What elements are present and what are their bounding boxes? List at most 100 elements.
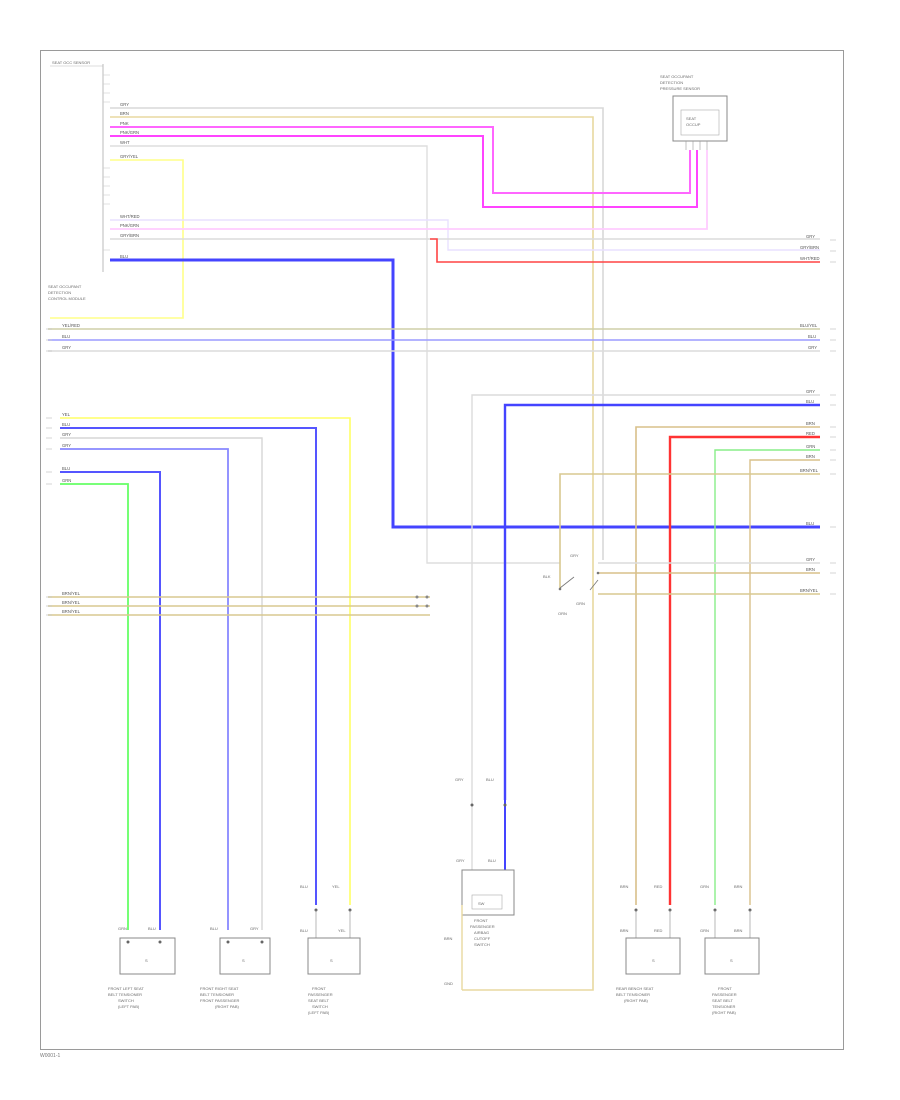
svg-text:GRY/BRN: GRY/BRN <box>120 233 139 238</box>
svg-text:OCCUP: OCCUP <box>686 122 701 127</box>
svg-text:GRN: GRN <box>806 444 815 449</box>
wire-brn-2 <box>635 426 820 905</box>
svg-text:(RIGHT PAB): (RIGHT PAB) <box>624 998 649 1003</box>
svg-text:FRONT: FRONT <box>312 986 326 991</box>
svg-text:SW: SW <box>478 901 485 906</box>
svg-text:FRONT: FRONT <box>718 986 732 991</box>
svg-text:SEAT BELT: SEAT BELT <box>712 998 733 1003</box>
svg-text:GRY: GRY <box>62 443 71 448</box>
svg-text:S: S <box>730 958 733 963</box>
svg-text:S: S <box>145 958 148 963</box>
svg-text:YEL/RED: YEL/RED <box>62 323 80 328</box>
wire-red-2 <box>668 435 820 905</box>
svg-text:BLU: BLU <box>300 884 308 889</box>
svg-text:GRN: GRN <box>576 601 585 606</box>
svg-text:SWITCH: SWITCH <box>474 942 490 947</box>
wire-brn-1 <box>110 116 594 991</box>
svg-text:GRN: GRN <box>118 926 127 931</box>
svg-text:CUTOFF: CUTOFF <box>474 936 491 941</box>
svg-text:BRN/YEL: BRN/YEL <box>800 588 819 593</box>
svg-text:BELT TENSIONER: BELT TENSIONER <box>616 992 650 997</box>
svg-text:BLU: BLU <box>120 254 128 259</box>
control-module-name-3: CONTROL MODULE <box>48 296 86 301</box>
svg-text:BRN: BRN <box>734 928 743 933</box>
wire-brn-yel-r <box>559 473 820 588</box>
svg-text:SEAT: SEAT <box>686 116 697 121</box>
wire-blu-2 <box>60 427 317 905</box>
rear-right-tensioner: GRN BRN GRN BRN S FRONT PASSENGER SEAT BEL… <box>700 884 760 1015</box>
svg-text:GND: GND <box>444 981 453 986</box>
wire-gry-1 <box>110 107 604 560</box>
wire-grn-1 <box>60 483 129 930</box>
svg-text:SWITCH: SWITCH <box>118 998 134 1003</box>
svg-text:PASSENGER: PASSENGER <box>712 992 737 997</box>
wire-gry-3 <box>60 437 263 930</box>
svg-text:RED: RED <box>654 928 663 933</box>
svg-text:BLU: BLU <box>808 334 816 339</box>
svg-text:TENSIONER: TENSIONER <box>712 1004 735 1009</box>
svg-text:YEL: YEL <box>332 884 340 889</box>
wire-red-1 <box>430 238 820 263</box>
svg-text:YEL: YEL <box>62 412 71 417</box>
svg-text:GRY: GRY <box>456 858 465 863</box>
svg-text:BELT TENSIONER: BELT TENSIONER <box>108 992 142 997</box>
svg-text:BRN: BRN <box>734 884 743 889</box>
svg-text:WHT: WHT <box>120 140 130 145</box>
svg-text:GRY: GRY <box>806 389 815 394</box>
control-module-name-1: SEAT OCCUPANT <box>48 284 82 289</box>
svg-text:BRN/YEL: BRN/YEL <box>62 591 81 596</box>
svg-text:GRY: GRY <box>455 777 464 782</box>
control-module-header: SEAT OCC SENSOR <box>52 60 90 65</box>
svg-text:BRN: BRN <box>120 111 129 116</box>
svg-text:BLU: BLU <box>62 466 70 471</box>
svg-text:DETECTION: DETECTION <box>660 80 683 85</box>
svg-text:GRN: GRN <box>700 928 709 933</box>
svg-text:(LEFT PAB): (LEFT PAB) <box>308 1010 330 1015</box>
wire-blu-4 <box>60 471 161 930</box>
svg-text:BLU: BLU <box>62 422 70 427</box>
svg-text:(RIGHT PAB): (RIGHT PAB) <box>215 1004 240 1009</box>
control-module: SEAT OCC SENSOR SEAT OCCUPANT DETECTION … <box>48 60 110 301</box>
wire-gry-4 <box>471 394 820 800</box>
svg-text:YEL: YEL <box>338 928 346 933</box>
svg-text:BRN/YEL: BRN/YEL <box>62 609 81 614</box>
svg-text:SEAT BELT: SEAT BELT <box>308 998 329 1003</box>
wire-grn-2 <box>714 449 820 905</box>
svg-text:GRY/BRN: GRY/BRN <box>800 245 819 250</box>
svg-text:BRN: BRN <box>620 884 629 889</box>
svg-text:S: S <box>330 958 333 963</box>
svg-text:BLU: BLU <box>806 399 814 404</box>
svg-text:ORN: ORN <box>558 611 567 616</box>
svg-text:FRONT RIGHT SEAT: FRONT RIGHT SEAT <box>200 986 239 991</box>
wire-pnk-2 <box>110 135 698 208</box>
diagram-frame <box>40 50 844 1050</box>
svg-text:GRY: GRY <box>808 345 817 350</box>
svg-text:BLU: BLU <box>486 777 494 782</box>
svg-text:GRN: GRN <box>700 884 709 889</box>
svg-text:FRONT: FRONT <box>474 918 488 923</box>
svg-text:REAR BENCH SEAT: REAR BENCH SEAT <box>616 986 654 991</box>
svg-text:BRN: BRN <box>806 567 815 572</box>
svg-text:(RIGHT PAB): (RIGHT PAB) <box>712 1010 737 1015</box>
svg-text:(LEFT PAB): (LEFT PAB) <box>118 1004 140 1009</box>
svg-text:WHT/RED: WHT/RED <box>120 214 140 219</box>
wire-wht-1 <box>110 145 560 564</box>
svg-text:BRN: BRN <box>806 454 815 459</box>
svg-text:BRN: BRN <box>806 421 815 426</box>
wire-pnk-4 <box>110 150 708 230</box>
wire-blu-1 <box>110 258 820 529</box>
svg-text:PNK/GRN: PNK/GRN <box>120 223 139 228</box>
svg-text:BRN/YEL: BRN/YEL <box>800 468 819 473</box>
svg-text:PASSENGER: PASSENGER <box>308 992 333 997</box>
wire-brn-3 <box>749 459 820 905</box>
svg-text:GRY: GRY <box>62 345 71 350</box>
svg-text:GRY: GRY <box>806 234 815 239</box>
svg-text:GRY: GRY <box>570 553 579 558</box>
